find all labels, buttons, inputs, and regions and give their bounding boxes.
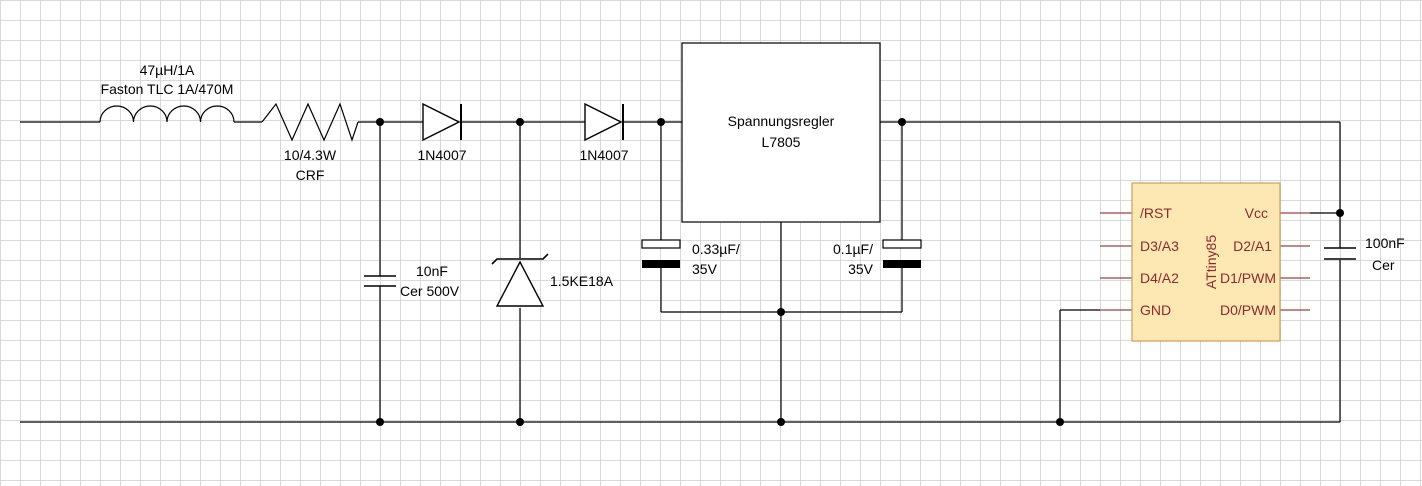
creg-in-value-label: 0.33µF/	[692, 241, 740, 257]
cin-value-label: 10nF	[416, 263, 448, 279]
inductor-coil-icon	[99, 105, 235, 123]
microcontroller: /RST D3/A3 D4/A2 GND Vcc D2/A1 D1/PWM D0…	[1100, 182, 1310, 342]
mcu-pin-label-d4: D4/A2	[1140, 270, 1179, 286]
diode-2: 1N4007	[579, 102, 629, 163]
capacitor-plate-negative-icon	[883, 260, 921, 268]
mcu-pin-label-rst: /RST	[1140, 205, 1172, 221]
voltage-regulator: Spannungsregler L7805	[681, 42, 881, 223]
mcu-name-label: ATtiny85	[1203, 235, 1219, 289]
junction-dot	[516, 118, 524, 126]
mcu-body	[1131, 182, 1281, 342]
diode-triangle-icon	[584, 102, 623, 142]
tvs-diode: 1.5KE18A	[491, 253, 614, 307]
inductor-value-label: 47µH/1A	[140, 62, 195, 78]
regulator-box	[681, 42, 881, 223]
resistor-zigzag-icon	[261, 102, 359, 142]
junction-dot	[1056, 418, 1064, 426]
cin-type-label: Cer 500V	[400, 283, 460, 299]
mcu-pin-label-d3: D3/A3	[1140, 238, 1179, 254]
capacitor-regulator-out: 0.1µF/ 35V	[833, 239, 922, 277]
regulator-title: Spannungsregler	[728, 113, 835, 129]
mcu-pin-label-gnd: GND	[1140, 302, 1171, 318]
mcu-pin-label-d2: D2/A1	[1233, 238, 1272, 254]
junction-dot	[898, 118, 906, 126]
wires	[20, 121, 1341, 423]
tvs-part-label: 1.5KE18A	[550, 273, 614, 289]
junction-dot	[376, 118, 384, 126]
resistor: 10/4.3W CRF	[261, 102, 359, 183]
diode-1: 1N4007	[417, 102, 467, 163]
junction-dot	[657, 118, 665, 126]
resistor-value-label: 10/4.3W	[284, 147, 337, 163]
capacitor-plate-negative-icon	[642, 260, 680, 268]
mcu-pin-label-d0: D0/PWM	[1220, 302, 1276, 318]
inductor-part-label: Faston TLC 1A/470M	[101, 81, 234, 97]
creg-out-voltage-label: 35V	[848, 261, 874, 277]
capacitor-regulator-in: 0.33µF/ 35V	[641, 239, 740, 277]
junction-dot	[376, 418, 384, 426]
mcu-pin-label-vcc: Vcc	[1245, 205, 1268, 221]
capacitor-input: 10nF Cer 500V	[364, 263, 460, 299]
creg-in-voltage-label: 35V	[692, 261, 718, 277]
diode1-part-label: 1N4007	[417, 147, 466, 163]
cdec-type-label: Cer	[1372, 257, 1395, 273]
mcu-pin-label-d1: D1/PWM	[1220, 270, 1276, 286]
capacitor-plate-positive-icon	[882, 239, 922, 249]
diode-triangle-icon	[422, 102, 461, 142]
creg-out-value-label: 0.1µF/	[833, 241, 873, 257]
junction-dot	[777, 418, 785, 426]
regulator-part: L7805	[762, 134, 801, 150]
inductor: 47µH/1A Faston TLC 1A/470M	[99, 62, 235, 123]
junction-dot	[516, 418, 524, 426]
junction-dot	[777, 308, 785, 316]
capacitor-decoupling: 100nF Cer	[1324, 235, 1405, 273]
resistor-type-label: CRF	[296, 167, 325, 183]
cdec-value-label: 100nF	[1365, 235, 1405, 251]
zener-cathode-bar-icon	[491, 253, 549, 265]
diode2-part-label: 1N4007	[579, 147, 628, 163]
zener-triangle-icon	[495, 260, 545, 307]
capacitor-plate-positive-icon	[641, 239, 681, 249]
junctions	[376, 118, 1344, 426]
junction-dot	[1336, 209, 1344, 217]
